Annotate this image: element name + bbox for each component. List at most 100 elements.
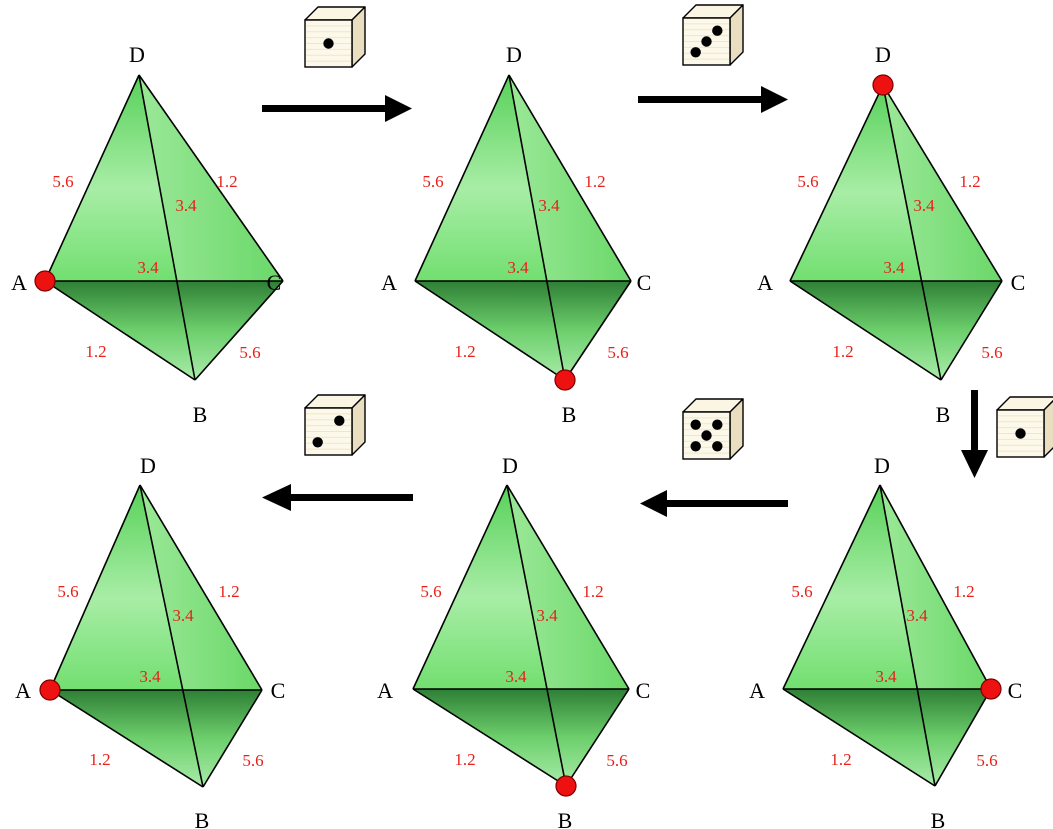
face-abc [790, 281, 1002, 380]
die-icon [682, 398, 744, 460]
vertex-label-a: A [757, 270, 773, 295]
edge-ad [412, 484, 508, 690]
vertex-label-b: B [931, 808, 946, 829]
edge-ab [789, 280, 942, 381]
weight-cd: 1.2 [216, 172, 237, 191]
die-icon [304, 394, 366, 456]
down-arrow-icon [961, 390, 988, 478]
weight-ad: 5.6 [791, 582, 812, 601]
weight-bd: 3.4 [536, 606, 558, 625]
die-icon [304, 6, 366, 68]
die-pip [1015, 428, 1026, 439]
face-abc [413, 689, 629, 786]
weight-ad: 5.6 [420, 582, 441, 601]
weight-bd: 3.4 [538, 196, 560, 215]
weight-ab: 1.2 [89, 750, 110, 769]
vertex-label-d: D [506, 42, 522, 67]
vertex-label-c: C [267, 270, 282, 295]
edge-cd [139, 484, 263, 691]
weight-ac: 3.4 [505, 667, 527, 686]
edge-ad [789, 84, 884, 282]
die-pip [690, 441, 701, 452]
weight-bd: 3.4 [172, 606, 194, 625]
vertex-label-a: A [15, 678, 31, 703]
edge-bc [940, 280, 1003, 381]
weight-bc: 5.6 [976, 751, 997, 770]
vertex-label-c: C [1008, 678, 1023, 703]
weight-bc: 5.6 [981, 343, 1002, 362]
edge-ab [782, 688, 936, 787]
vertex-label-d: D [502, 453, 518, 478]
edge-bd [139, 484, 204, 788]
dice [304, 4, 1053, 460]
die-pip [312, 437, 323, 448]
weight-ad: 5.6 [57, 582, 78, 601]
face-abc [50, 690, 262, 787]
die-pip [701, 36, 712, 47]
weight-bc: 5.6 [239, 343, 260, 362]
die-pip [690, 419, 701, 430]
vertex-label-b: B [936, 402, 951, 427]
walker-marker [554, 369, 576, 391]
weight-ab: 1.2 [454, 750, 475, 769]
tetrahedron-panel-1: D A C B 5.6 1.2 3.4 3.4 1.2 5.6 [11, 42, 284, 427]
weight-ad: 5.6 [422, 172, 443, 191]
edge-ab [44, 280, 196, 381]
edge-cd [138, 74, 284, 282]
die-pip [712, 25, 723, 36]
vertex-label-c: C [636, 678, 651, 703]
die-pip [690, 47, 701, 58]
weight-ac: 3.4 [137, 258, 159, 277]
die-pip [323, 38, 334, 49]
edge-ad [782, 484, 881, 690]
weight-ac: 3.4 [507, 258, 529, 277]
weight-bc: 5.6 [607, 343, 628, 362]
edge-ab [412, 688, 567, 787]
weight-bd: 3.4 [913, 196, 935, 215]
tetrahedron-panel-2: D A C B 5.6 1.2 3.4 3.4 1.2 5.6 [381, 42, 651, 427]
die-icon [682, 4, 744, 66]
tetrahedron-panel-4: D A C B 5.6 1.2 3.4 3.4 1.2 5.6 [15, 453, 285, 829]
right-arrow-icon [262, 95, 412, 122]
edge-ad [414, 74, 510, 282]
vertex-label-d: D [875, 42, 891, 67]
face-abc [415, 281, 631, 380]
weight-ab: 1.2 [85, 342, 106, 361]
walker-marker [39, 679, 61, 701]
die-pip [334, 415, 345, 426]
arrows [262, 86, 988, 517]
edges [414, 74, 632, 381]
edge-bd [506, 484, 567, 787]
face-abc [783, 689, 991, 786]
vertex-label-b: B [558, 808, 573, 829]
left-arrow-icon [640, 490, 788, 517]
face-abc [45, 281, 283, 380]
weight-cd: 1.2 [584, 172, 605, 191]
vertex-label-a: A [11, 270, 27, 295]
edge-bc [202, 689, 263, 788]
weight-ac: 3.4 [883, 258, 905, 277]
vertex-label-a: A [377, 678, 393, 703]
edges [782, 484, 992, 787]
vertex-label-d: D [874, 453, 890, 478]
walker-marker [555, 775, 577, 797]
weight-ab: 1.2 [832, 342, 853, 361]
edge-cd [879, 484, 992, 690]
edge-bd [508, 74, 566, 381]
edges [789, 84, 1003, 381]
walker-marker [980, 678, 1002, 700]
walker-marker [34, 270, 56, 292]
weight-bd: 3.4 [175, 196, 197, 215]
weight-bd: 3.4 [906, 606, 928, 625]
weight-ac: 3.4 [139, 667, 161, 686]
weight-ad: 5.6 [797, 172, 818, 191]
edges [49, 484, 263, 788]
edge-ad [44, 74, 140, 282]
weight-cd: 1.2 [953, 582, 974, 601]
die-icon [996, 396, 1053, 458]
edge-bc [564, 280, 632, 381]
vertex-label-a: A [749, 678, 765, 703]
edges [44, 74, 284, 381]
weight-cd: 1.2 [218, 582, 239, 601]
